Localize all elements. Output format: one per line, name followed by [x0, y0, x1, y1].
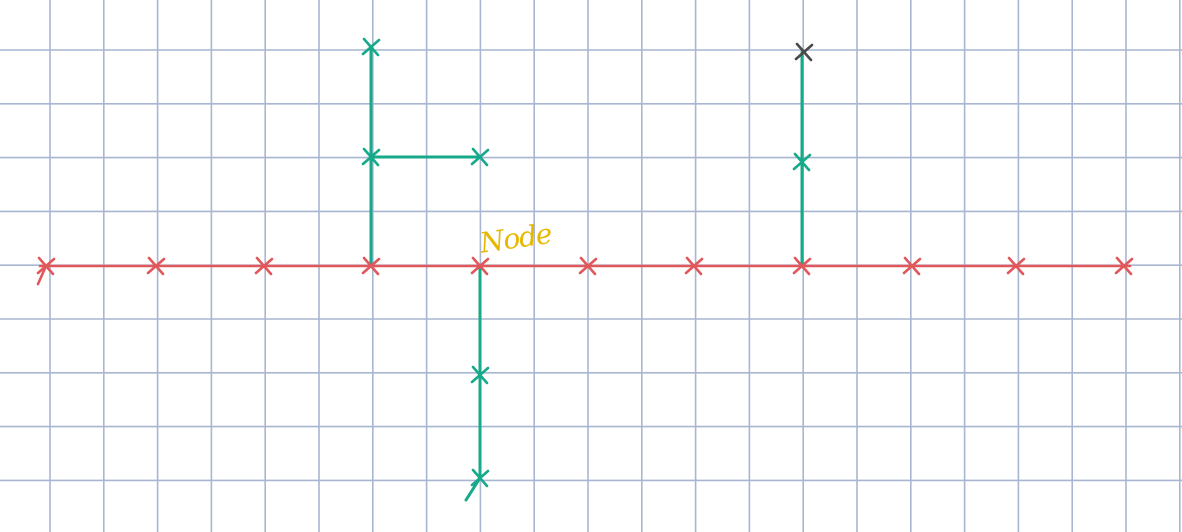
- axis-node-marker: [684, 256, 704, 276]
- connections: [36, 45, 1132, 502]
- branch-node-marker: [470, 147, 490, 167]
- axis-node-marker: [578, 256, 598, 276]
- axis-line: [36, 264, 48, 286]
- axis-node-marker: [36, 256, 56, 276]
- branch-node-marker: [792, 152, 812, 172]
- axis-node-marker: [254, 256, 274, 276]
- axis-node-marker: [902, 256, 922, 276]
- axis-node-marker: [1006, 256, 1026, 276]
- axis-node-marker: [792, 256, 812, 276]
- axis-node-marker: [146, 256, 166, 276]
- axis-node-marker: [1114, 256, 1134, 276]
- end-node-marker: [794, 42, 814, 62]
- axis-node-marker: [361, 256, 381, 276]
- branch-node-marker: [470, 365, 490, 385]
- axis-node-marker: [470, 256, 490, 276]
- branch-node-marker: [361, 147, 381, 167]
- node-label: Node: [477, 217, 554, 260]
- branch-node-marker: [470, 468, 490, 488]
- branch-node-marker: [361, 37, 381, 57]
- node-markers: [36, 37, 1134, 488]
